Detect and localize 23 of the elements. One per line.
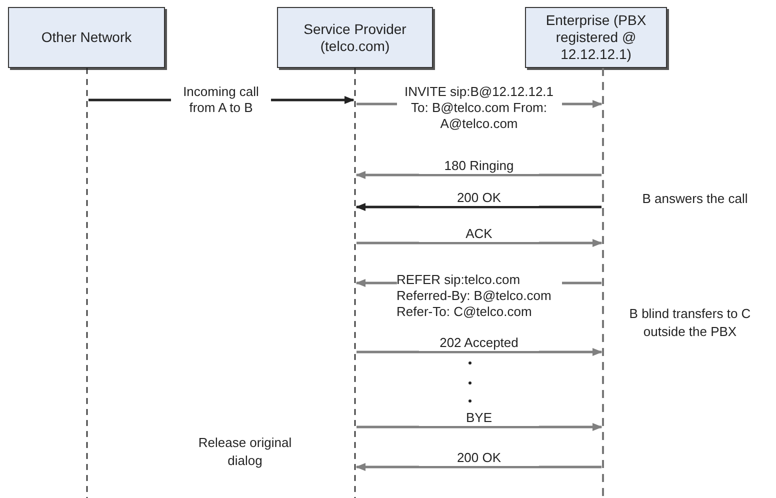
edge-label: 200 OK [419,190,539,206]
note: B blind transfers to C outside the PBX [628,305,752,341]
edge-label: ACK [419,226,539,242]
edge-label: INVITE sip:B@12.12.12.1 To: B@telco.com From: A@telco.com [396,84,562,132]
note: Release original dialog [197,434,293,470]
participant-box: Enterprise (PBX registered @ 12.12.12.1) [525,7,667,68]
lifeline [354,68,356,498]
message-arrow [356,239,602,247]
message-arrow [356,423,602,431]
lifeline [86,68,88,498]
message-arrow [356,348,602,356]
edge-label: REFER sip:telco.com Referred-By: B@telco.com Refer-To: C@telco.com [396,272,562,320]
edge-label: 180 Ringing [419,158,539,174]
edge-label: BYE [419,410,539,426]
lifeline [602,68,604,498]
message-arrow [356,171,602,179]
participant-box: Service Provider (telco.com) [277,7,433,68]
message-arrow [356,203,602,211]
edge-label: 200 OK [419,450,539,466]
message-arrow [356,463,602,471]
edge-label: 202 Accepted [419,335,539,351]
participant-box: Other Network [8,7,165,68]
note: B answers the call [641,190,749,208]
